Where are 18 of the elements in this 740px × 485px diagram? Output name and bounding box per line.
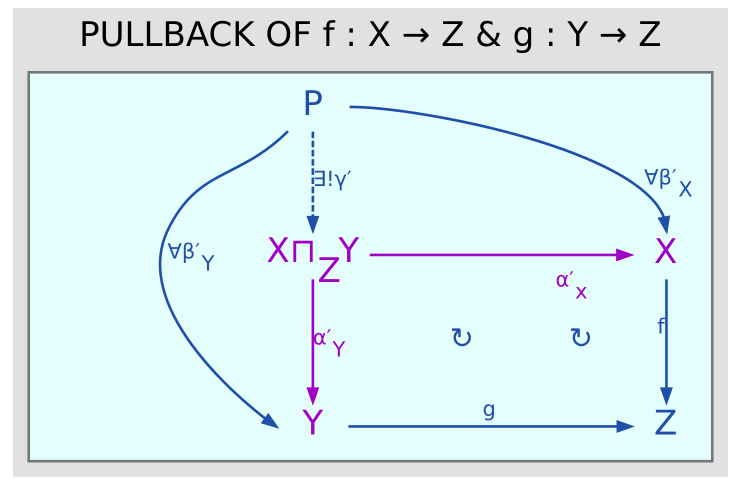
node-text: X: [654, 232, 677, 272]
arrow: [306, 279, 319, 406]
arrow: [369, 248, 634, 262]
diagram-title: PULLBACK OF f : X → Z & g : Y → Z: [78, 14, 662, 55]
edge-label: ∃!γ′: [312, 166, 352, 191]
arrow: [349, 106, 670, 235]
edge-label: f: [656, 314, 664, 339]
label: ↻: [568, 321, 593, 356]
node-text: Y: [302, 404, 323, 444]
label: ↻: [449, 321, 474, 356]
arrow: [660, 279, 672, 406]
arrow: [348, 420, 634, 433]
cluster: [26, 70, 714, 462]
arrow: [158, 130, 288, 429]
edge-label: g: [482, 396, 496, 421]
node-text: Z: [654, 404, 677, 444]
node-text: P: [302, 84, 322, 124]
arrow: [306, 132, 319, 234]
